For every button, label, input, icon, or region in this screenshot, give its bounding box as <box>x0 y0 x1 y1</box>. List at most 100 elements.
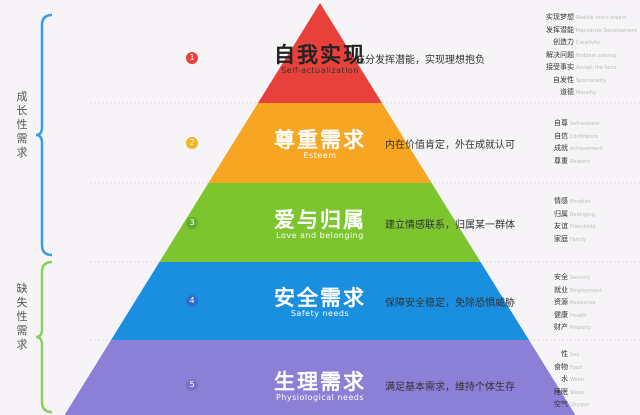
growth-bracket <box>35 13 53 257</box>
pyramid-level-3 <box>159 183 481 262</box>
keyword-en: Realize one's dream <box>576 15 627 21</box>
keyword-en: Accept the facts <box>576 65 617 71</box>
level-number-badge: 3 <box>186 216 198 229</box>
keyword-en: Popularize Development <box>576 27 638 34</box>
pyramid-level-2 <box>208 103 432 183</box>
keyword-en: Sex <box>570 352 580 358</box>
pyramid-level-5 <box>64 340 576 415</box>
keyword-en: Property <box>570 325 592 331</box>
keyword-cn: 归属 <box>554 209 568 218</box>
level-title: 爱与归属 <box>274 207 366 232</box>
keyword-cn: 安全 <box>554 273 568 281</box>
keyword-cn: 实现梦想 <box>546 13 574 21</box>
keyword-cn: 创造力 <box>553 38 574 46</box>
level-number-badge: 1 <box>186 52 198 64</box>
level-english: Safety needs <box>290 309 350 318</box>
keyword-en: Food <box>570 364 582 371</box>
keyword-cn: 尊重 <box>554 156 568 165</box>
keyword-en: Friendship <box>570 224 596 230</box>
keyword-en: Security <box>570 275 591 281</box>
level-description: 充分发挥潜能，实现理想抱负 <box>355 55 485 66</box>
keyword-cn: 睡眠 <box>554 387 568 396</box>
deficiency-bracket <box>35 260 53 414</box>
keyword-en: Morality <box>576 90 597 96</box>
keyword-en: Employment <box>570 287 602 294</box>
level-number-badge: 2 <box>186 137 198 149</box>
keyword-en: Problem solving <box>576 52 616 59</box>
keyword-en: Water <box>570 377 585 383</box>
level-title: 安全需求 <box>274 286 366 310</box>
keyword-en: Family <box>570 236 587 243</box>
keyword-cn: 食物 <box>554 362 568 371</box>
pyramid-level-4 <box>111 262 529 340</box>
keyword-cn: 友谊 <box>554 222 568 230</box>
keyword-en: Resources <box>570 300 596 306</box>
keyword-cn: 自发性 <box>553 75 574 84</box>
keyword-cn: 接受事实 <box>546 63 574 71</box>
keyword-cn: 家庭 <box>554 234 568 243</box>
keyword-en: Respect <box>570 158 590 165</box>
keyword-cn: 健康 <box>554 310 568 319</box>
keyword-cn: 发挥潜能 <box>546 25 574 34</box>
keyword-cn: 水 <box>561 375 568 383</box>
keyword-cn: 自信 <box>554 131 568 140</box>
pyramid-level-1 <box>258 3 382 103</box>
keyword-cn: 性 <box>561 350 568 358</box>
level-number-badge: 5 <box>186 379 198 391</box>
level-description: 建立情感联系，归属某一群体 <box>385 219 515 231</box>
keyword-cn: 财产 <box>554 323 568 331</box>
bracket-label: 成长性需求 <box>16 90 28 159</box>
keyword-en: Belonging <box>570 211 596 218</box>
keyword-cn: 资源 <box>554 298 568 306</box>
keyword-en: Oxygen <box>570 402 590 408</box>
level-description: 内在价值肯定，外在成就认可 <box>385 140 515 151</box>
level-number-badge: 4 <box>186 295 198 307</box>
keyword-cn: 道德 <box>560 88 574 96</box>
level-english: Physiological needs <box>275 393 365 402</box>
level-english: Love and belonging <box>276 230 364 240</box>
keyword-cn: 情感 <box>554 197 568 205</box>
level-english: Self-actualization <box>281 66 359 75</box>
keyword-cn: 自尊 <box>554 119 568 127</box>
bracket-label: 缺失性需求 <box>16 282 28 351</box>
level-english: Esteem <box>303 151 337 160</box>
keyword-cn: 成就 <box>554 144 568 152</box>
keyword-en: Sleep <box>570 389 584 396</box>
keyword-en: Emotion <box>570 199 591 205</box>
keyword-en: Self-esteem <box>570 121 600 127</box>
level-title: 生理需求 <box>274 370 366 394</box>
level-title: 尊重需求 <box>274 128 366 152</box>
keyword-cn: 解决问题 <box>546 50 574 59</box>
level-description: 保障安全稳定，免除恐惧威胁 <box>385 298 515 309</box>
level-title: 自我实现 <box>274 43 366 67</box>
keyword-en: Achievement <box>570 146 603 152</box>
keyword-en: Confidence <box>570 133 599 140</box>
